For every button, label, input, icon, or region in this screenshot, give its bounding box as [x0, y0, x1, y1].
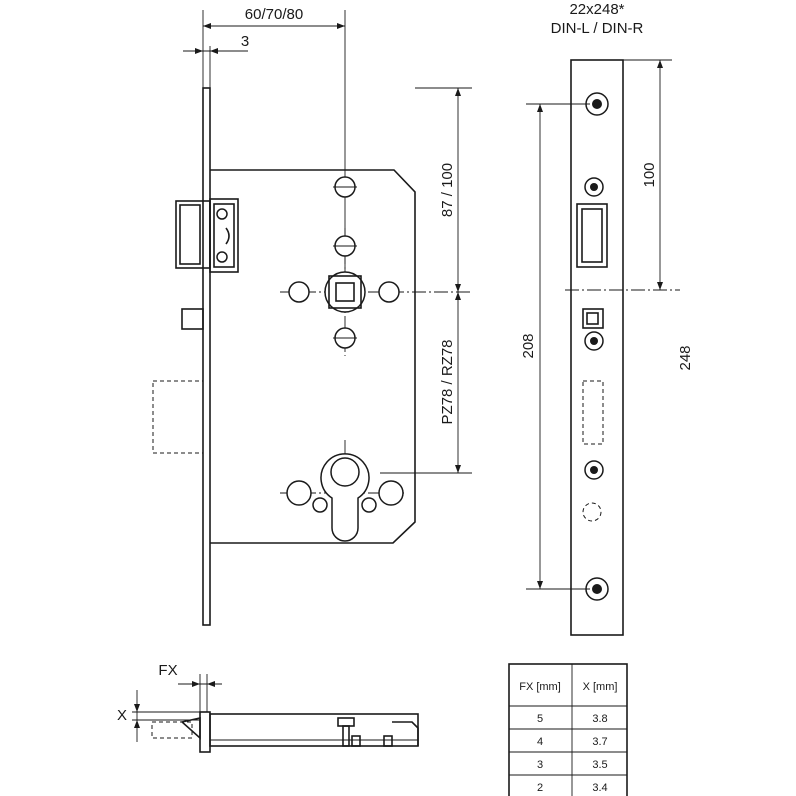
table-cell: 5	[537, 713, 543, 725]
plate-offset-label: 3	[241, 33, 249, 50]
faceplate-screws	[584, 92, 609, 601]
backset-label: 60/70/80	[245, 6, 303, 23]
table-cell: 2	[537, 782, 543, 794]
backset-dimension: 60/70/80 3	[183, 6, 346, 290]
upper-distance-dimension: 100	[623, 59, 672, 290]
lock-case	[210, 169, 416, 544]
handle-distance-dimension: 87 / 100	[415, 87, 472, 292]
aux-bolt-opening	[582, 308, 604, 329]
cylinder-distance-label: PZ78 / RZ78	[439, 339, 456, 424]
profile-fx-dimension: FX	[158, 662, 222, 712]
table-cell: 4	[537, 736, 543, 748]
latch-opening	[576, 203, 608, 268]
lock-profile	[151, 711, 419, 753]
handing-label: DIN-L / DIN-R	[551, 20, 644, 37]
cylinder-distance-dimension: PZ78 / RZ78	[380, 292, 472, 474]
length-label-partial: 248	[677, 345, 694, 370]
auxiliary-bolt	[181, 308, 204, 330]
upper-distance-label: 100	[641, 162, 658, 187]
side-faceplate	[570, 59, 624, 636]
deadbolt-dashed	[152, 380, 204, 454]
table-cell: 3.8	[592, 713, 607, 725]
fx-x-table: FX [mm] X [mm] 5 3.8 4 3.7 3 3.5 2 3.4	[508, 663, 628, 796]
table-header: FX [mm]	[519, 681, 561, 693]
table-cell: 3	[537, 759, 543, 771]
profile-x-dimension: X	[117, 690, 200, 742]
latch-bolt	[175, 198, 239, 273]
torx-marker-dashed	[582, 502, 602, 522]
screw-spacing-dimension: 208	[520, 103, 590, 590]
front-faceplate	[202, 87, 211, 626]
deadbolt-opening-dashed	[582, 380, 604, 445]
screw-spacing-label: 208	[520, 333, 537, 358]
table-header: X [mm]	[583, 681, 618, 693]
fx-label: FX	[158, 662, 177, 679]
spindle-follower	[324, 271, 366, 313]
table-cell: 3.4	[592, 782, 607, 794]
cylinder-cutout	[280, 440, 405, 542]
table-cell: 3.7	[592, 736, 607, 748]
table-cell: 3.5	[592, 759, 607, 771]
x-label: X	[117, 707, 127, 724]
handle-distance-label: 87 / 100	[439, 163, 456, 217]
faceplate-size-label: 22x248*	[569, 1, 624, 18]
fixing-holes	[288, 176, 400, 349]
